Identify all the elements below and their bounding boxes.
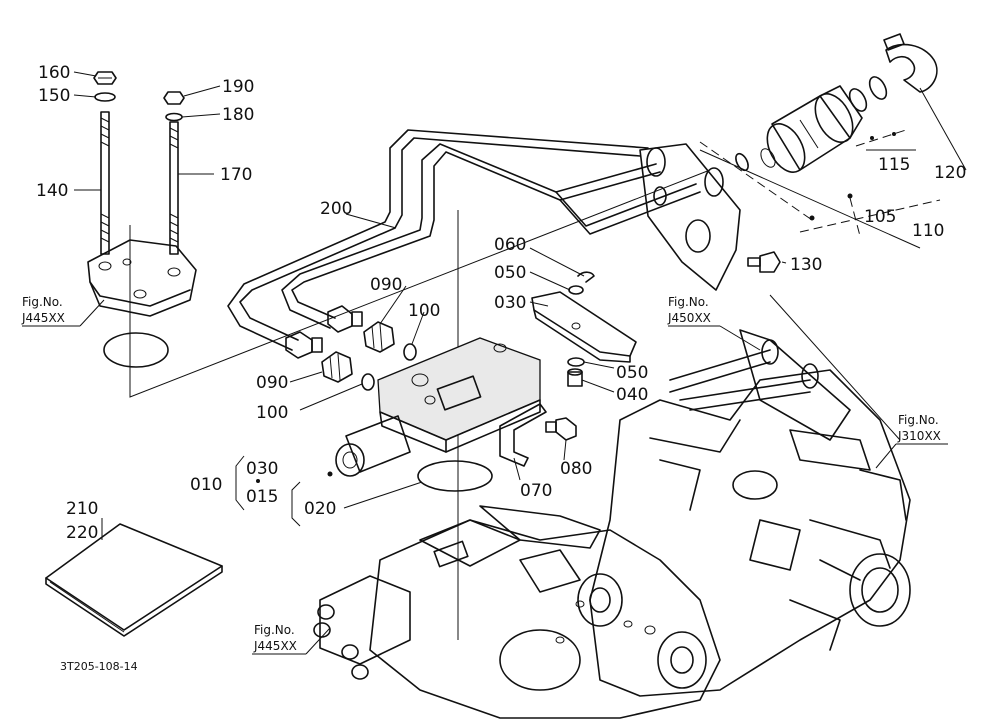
callout-labels: 160 150 140 170 190 180 200 060 050 030 …	[36, 63, 966, 543]
svg-text:Fig.No.: Fig.No.	[22, 295, 63, 309]
callout-160: 160	[38, 63, 70, 83]
fitting-upper	[327, 305, 363, 333]
fig-ref-j445-top: Fig.No. J445XX	[21, 295, 105, 327]
callout-040: 040	[616, 385, 648, 405]
callout-170: 170	[220, 165, 252, 185]
washer-050-lower	[567, 357, 585, 367]
seal-115-a	[848, 88, 868, 112]
o-ring-100-upper	[403, 343, 417, 361]
svg-text:J450XX: J450XX	[667, 311, 711, 325]
control-valve-assembly	[327, 337, 541, 477]
washer-050-upper	[568, 285, 584, 295]
svg-text:J310XX: J310XX	[897, 429, 941, 443]
lower-hydraulic-assembly	[313, 505, 721, 719]
mounting-bracket	[639, 143, 741, 291]
cover-plate	[87, 239, 197, 317]
seal-115-b	[868, 76, 888, 100]
washer-180	[165, 112, 183, 122]
o-ring-020	[417, 460, 493, 492]
pipe-assembly-200	[227, 129, 701, 351]
dot-110	[809, 215, 815, 221]
callout-115: 115	[878, 155, 910, 175]
callout-020: 020	[304, 499, 336, 519]
svg-text:J445XX: J445XX	[253, 639, 297, 653]
callout-105: 105	[864, 207, 896, 227]
o-ring-cover	[103, 332, 169, 368]
adapter-090-upper	[363, 321, 395, 353]
fig-ref-j450: Fig.No. J450XX	[667, 295, 761, 351]
washer-150	[94, 92, 116, 102]
callout-070: 070	[520, 481, 552, 501]
svg-text:J445XX: J445XX	[21, 311, 65, 325]
fitting-lower	[285, 331, 323, 359]
o-ring-100-lower	[361, 373, 375, 391]
callout-180: 180	[222, 105, 254, 125]
leader-110-base	[799, 199, 941, 233]
dot-105	[847, 193, 853, 199]
fig-ref-j445-bottom: Fig.No. J445XX	[252, 623, 331, 655]
callout-210: 210	[66, 499, 98, 519]
clamp-120	[883, 33, 938, 93]
callout-leaders	[73, 71, 967, 540]
fig-ref-j310: Fig.No. J310XX	[875, 413, 948, 469]
nut-160	[93, 71, 117, 85]
callout-090-lower: 090	[256, 373, 288, 393]
lever-plate-030	[531, 291, 637, 363]
bracket-015	[291, 481, 301, 527]
callout-100-upper: 100	[408, 301, 440, 321]
callout-110: 110	[912, 221, 944, 241]
callout-200: 200	[320, 199, 352, 219]
rockshaft-arms	[669, 329, 871, 471]
callout-015: 015	[246, 487, 278, 507]
callout-150: 150	[38, 86, 70, 106]
callout-030-kit: 030	[246, 459, 278, 479]
leader-110-left	[699, 141, 813, 221]
callout-050-upper: 050	[494, 263, 526, 283]
callout-030-lever: 030	[494, 293, 526, 313]
callout-130: 130	[790, 255, 822, 275]
bracket-070	[499, 403, 547, 467]
leader-105	[849, 197, 861, 237]
callout-050-lower: 050	[616, 363, 648, 383]
callout-060: 060	[494, 235, 526, 255]
callout-140: 140	[36, 181, 68, 201]
dot-030	[256, 479, 260, 483]
dot-115b	[892, 132, 896, 136]
bolt-080	[545, 417, 577, 441]
bracket-010	[235, 455, 245, 511]
adapter-090-lower	[321, 351, 353, 383]
callout-190: 190	[222, 77, 254, 97]
svg-text:Fig.No.: Fig.No.	[668, 295, 709, 309]
cylinder-105	[760, 85, 863, 173]
transmission-housing	[589, 369, 911, 697]
nut-190	[163, 91, 185, 105]
leader-115-base	[855, 129, 907, 147]
stud-170	[169, 121, 179, 255]
frame-line-top-right	[699, 149, 921, 249]
callout-090-upper: 090	[370, 275, 402, 295]
callout-220: 220	[66, 523, 98, 543]
svg-text:Fig.No.: Fig.No.	[254, 623, 295, 637]
callout-100-lower: 100	[256, 403, 288, 423]
callout-120: 120	[934, 163, 966, 183]
bolt-040	[567, 368, 583, 387]
frame-line-left	[129, 169, 711, 398]
frame-line-right	[769, 294, 901, 441]
drawing-code: 3T205-108-14	[60, 660, 138, 673]
bolt-130	[747, 251, 781, 273]
stud-140	[100, 111, 110, 255]
o-ring-cylinder	[735, 152, 749, 172]
svg-text:Fig.No.: Fig.No.	[898, 413, 939, 427]
callout-080: 080	[560, 459, 592, 479]
operators-manual	[45, 523, 223, 637]
dot-115a	[870, 136, 874, 140]
callout-010: 010	[190, 475, 222, 495]
